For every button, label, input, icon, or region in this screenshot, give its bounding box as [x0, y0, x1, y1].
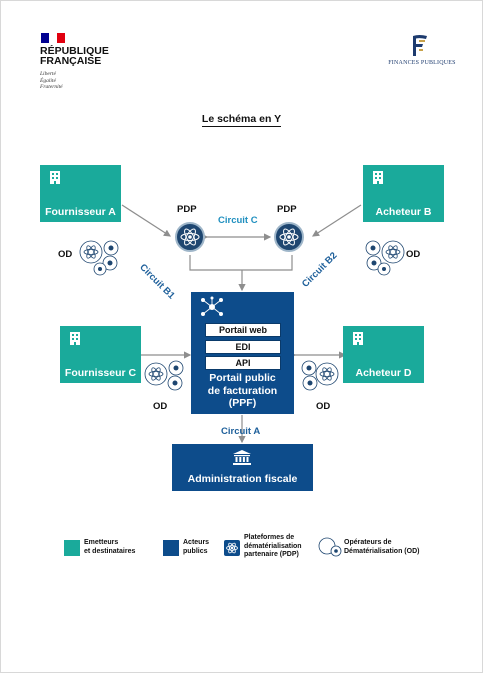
administration-fiscale-box: Administration fiscale — [172, 444, 313, 491]
legend-swatch-navy — [163, 540, 179, 556]
legend-emetteurs-line2: et destinataires — [84, 547, 136, 555]
acheteur-b-label: Acheteur B — [375, 206, 432, 218]
legend-operateurs-line1: Opérateurs de — [344, 539, 392, 546]
legend-acteurs-line2: publics — [183, 547, 208, 555]
motto-liberte: Liberté — [40, 71, 56, 77]
acheteur-b-box: Acheteur B — [363, 165, 444, 222]
institution-building-icon — [233, 450, 251, 465]
fournisseur-c-box: Fournisseur C — [60, 326, 141, 383]
legend-od-icon — [318, 537, 342, 557]
legend-plateformes-line1: Plateformes de — [244, 534, 295, 541]
pdp-right-node-icon — [274, 222, 304, 252]
ppf-item-portail-web: Portail web — [205, 323, 281, 337]
french-flag-icon — [41, 33, 65, 43]
building-icon — [70, 332, 80, 345]
od-left-bottom-label: OD — [153, 401, 168, 412]
network-icon — [201, 296, 223, 316]
republique-francaise-logo: RÉPUBLIQUE FRANÇAISE — [40, 45, 109, 67]
ppf-title-line2: de facturation — [207, 384, 278, 397]
legend-emetteurs-line1: Emetteurs — [84, 539, 119, 546]
legend-operateurs-line2: Dématérialisation (OD) — [344, 547, 420, 555]
fournisseur-a-label: Fournisseur A — [45, 206, 116, 218]
fournisseur-c-label: Fournisseur C — [64, 367, 137, 379]
legend-plateformes-line2: dématérialisation — [244, 542, 302, 550]
ppf-title: Portail public de facturation (PPF) — [191, 372, 294, 410]
arrow-acheteur-b-pdp — [311, 204, 362, 237]
building-icon — [50, 171, 60, 184]
page-title: Le schéma en Y — [0, 113, 483, 127]
od-cluster-icon — [144, 360, 184, 391]
legend-plateformes-line3: partenaire (PDP) — [244, 551, 299, 558]
legend-operateurs: Opérateurs de Dématérialisation (OD) — [344, 539, 419, 556]
ppf-title-line1: Portail public — [209, 372, 276, 384]
republique-line: RÉPUBLIQUE — [40, 45, 109, 57]
ppf-title-line3: (PPF) — [228, 397, 257, 409]
francaise-line: FRANÇAISE — [40, 55, 102, 67]
pdp-left-node-icon — [175, 222, 205, 252]
legend-plateformes: Plateformes de dématérialisation partena… — [244, 534, 302, 560]
legend-acteurs-line1: Acteurs — [183, 539, 210, 546]
legend-acteurs: Acteurs publics — [183, 539, 209, 556]
od-cluster-icon — [301, 360, 339, 391]
motto-fraternite: Fraternité — [40, 84, 63, 90]
ppf-item-api: API — [205, 356, 281, 370]
fournisseur-a-box: Fournisseur A — [40, 165, 121, 222]
administration-fiscale-label: Administration fiscale — [187, 473, 298, 485]
page-title-text: Le schéma en Y — [201, 113, 282, 127]
od-cluster-icon — [79, 240, 119, 276]
ppf-box: Portail web EDI API Portail public de fa… — [191, 292, 294, 414]
od-left-top-label: OD — [58, 249, 73, 260]
pdp-left-label: PDP — [177, 204, 197, 215]
acheteur-d-label: Acheteur D — [355, 367, 412, 379]
bracket-pdp-join — [189, 255, 293, 271]
finances-publiques-label: FINANCES PUBLIQUES — [388, 60, 456, 66]
legend-emetteurs: Emetteurs et destinataires — [84, 539, 135, 556]
arrow-fournisseur-a-pdp — [121, 204, 172, 237]
building-icon — [353, 332, 363, 345]
circuit-a-label: Circuit A — [221, 426, 261, 437]
legend-pdp-icon — [224, 540, 240, 556]
finances-publiques-logo-icon — [392, 34, 446, 63]
motto: Liberté Égalité Fraternité — [40, 71, 63, 91]
od-right-top-label: OD — [406, 249, 421, 260]
od-cluster-icon — [365, 240, 405, 276]
motto-egalite: Égalité — [40, 77, 56, 84]
acheteur-d-box: Acheteur D — [343, 326, 424, 383]
pdp-right-label: PDP — [277, 204, 297, 215]
ppf-item-edi: EDI — [205, 340, 281, 354]
circuit-c-label: Circuit C — [218, 215, 258, 226]
building-icon — [373, 171, 383, 184]
od-right-bottom-label: OD — [316, 401, 331, 412]
legend-swatch-teal — [64, 540, 80, 556]
